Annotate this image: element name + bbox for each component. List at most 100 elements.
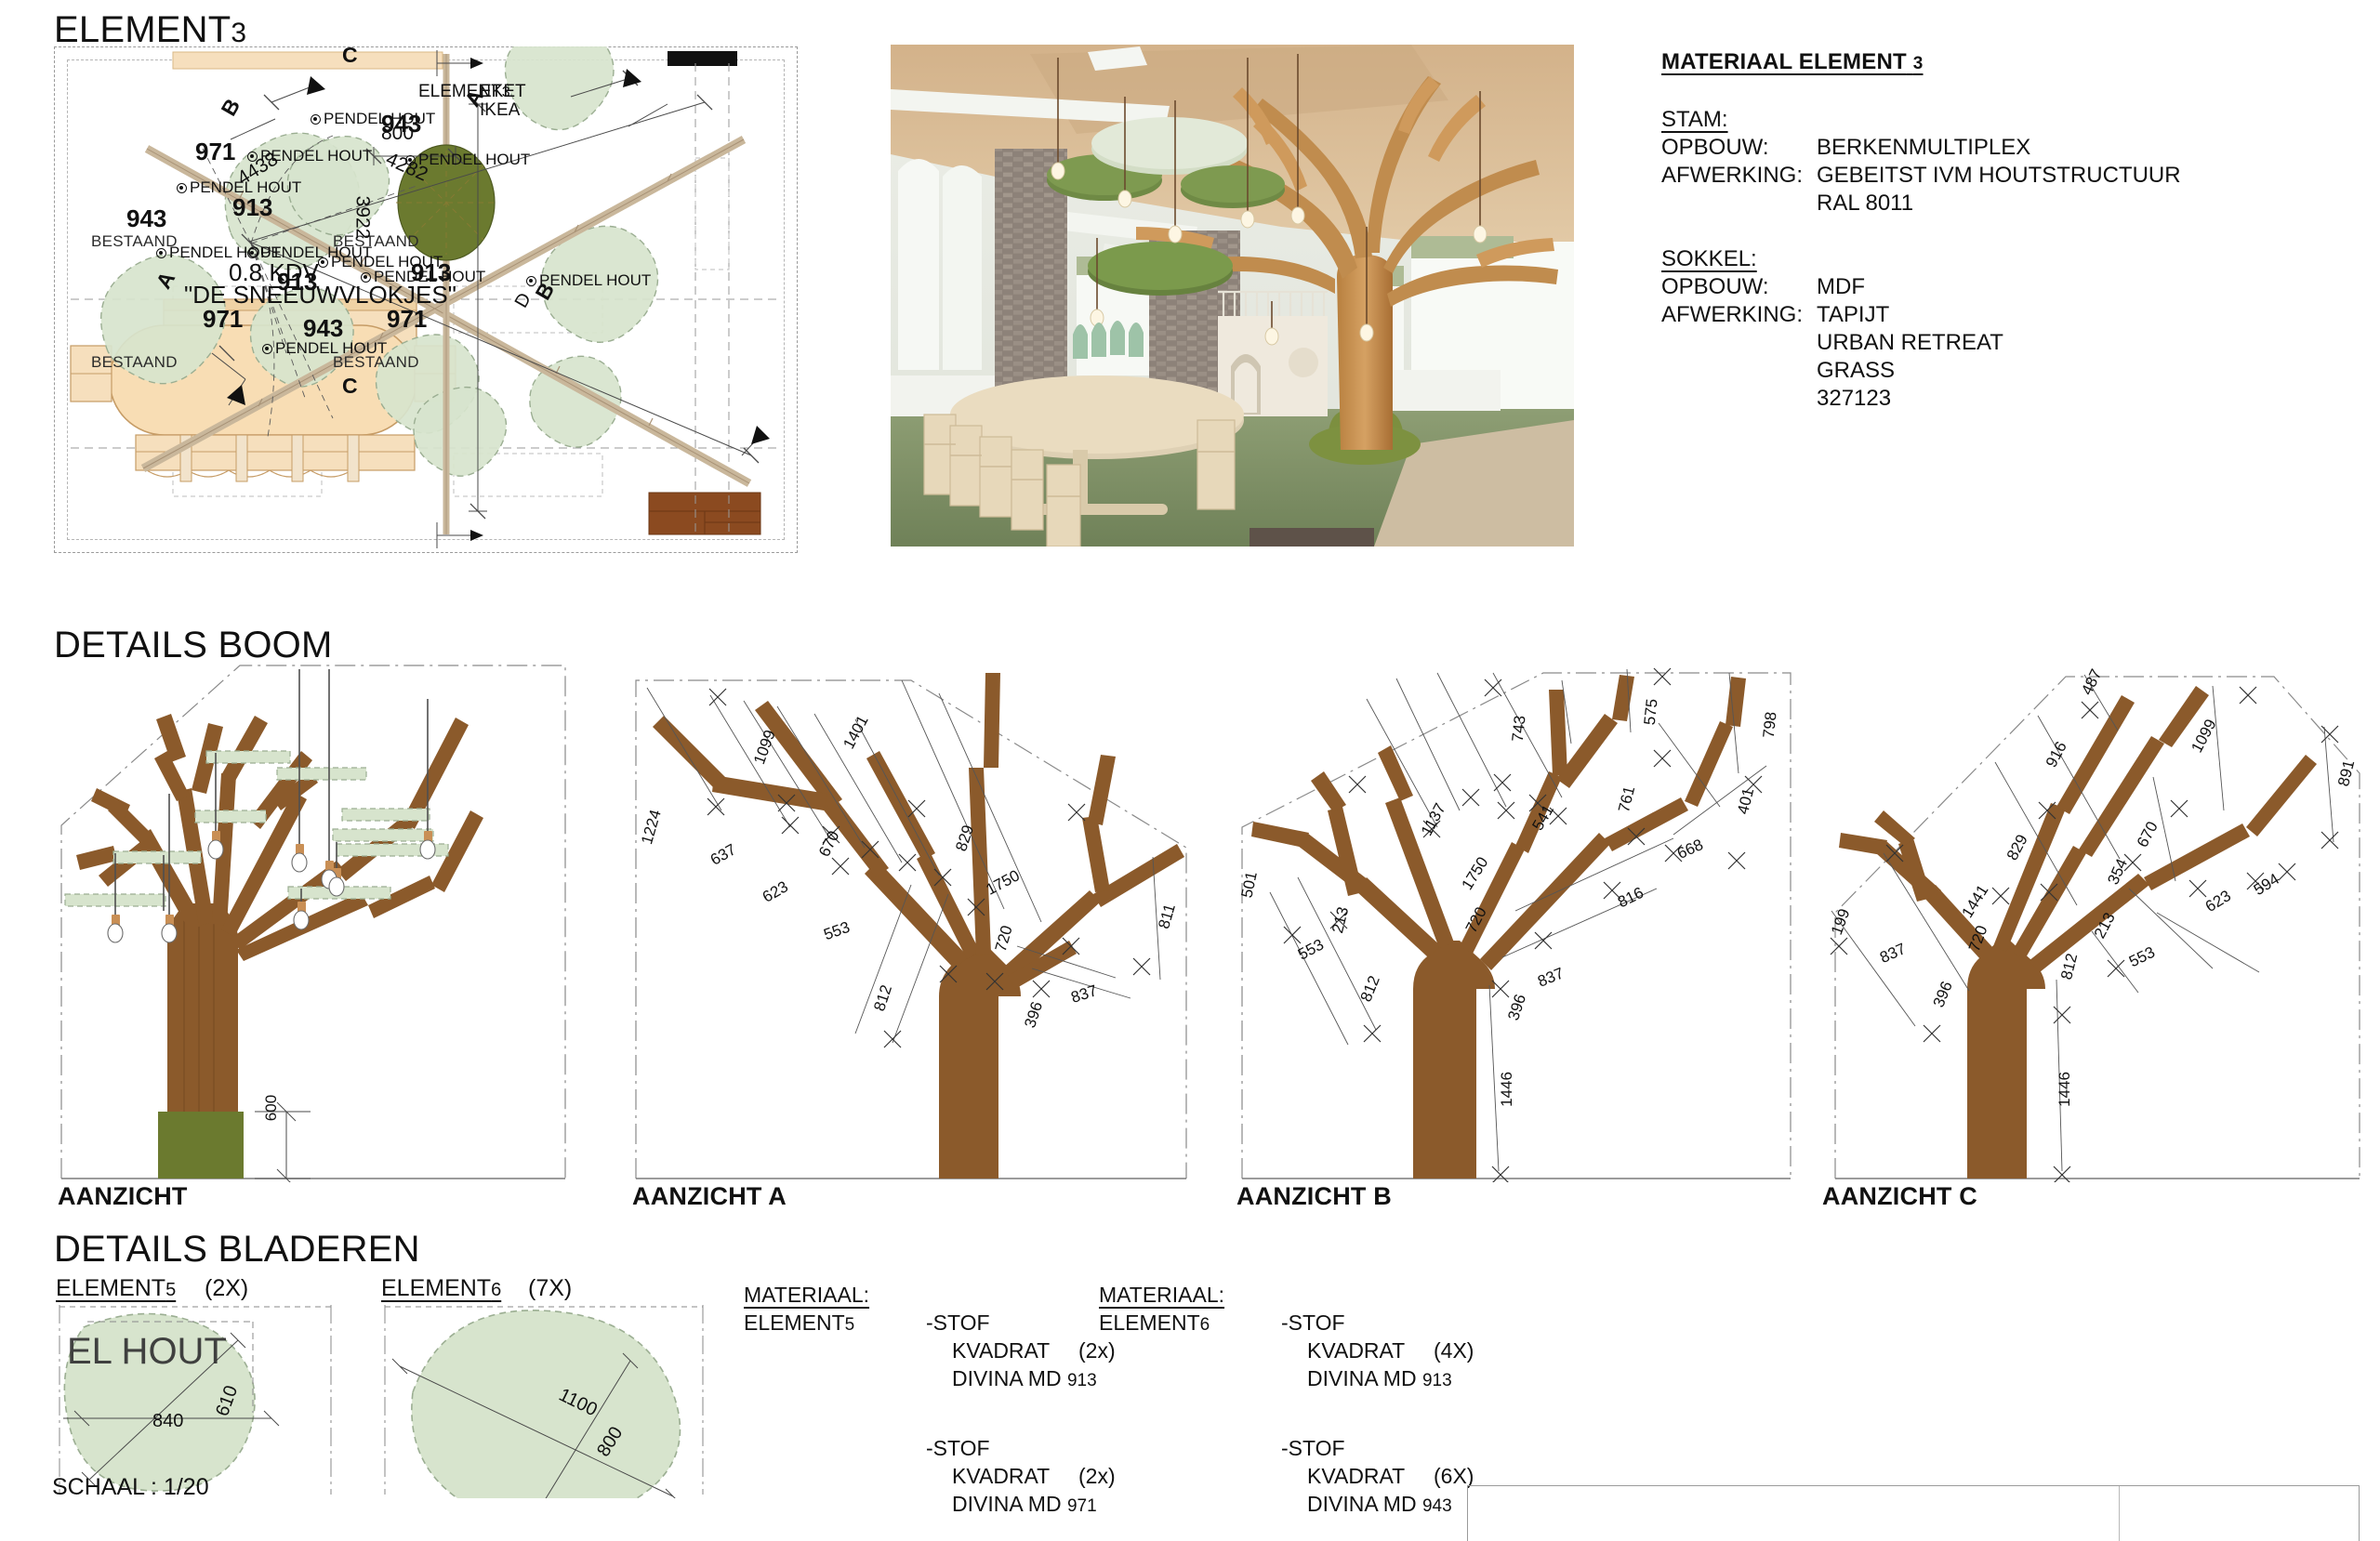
material-stof: -STOF bbox=[1281, 1311, 1345, 1335]
tree-view-graphics bbox=[1241, 667, 1792, 1182]
sokkel-opbouw-row: OPBOUW: MDF bbox=[1661, 273, 2312, 301]
tree-dimension: 600 bbox=[262, 1094, 281, 1122]
page-title-number: 3 bbox=[231, 18, 247, 48]
pendel-node-icon bbox=[311, 114, 321, 125]
element6-leaf-detail bbox=[381, 1303, 707, 1527]
material-item-list: -STOF KVADRAT (4X) DIVINA MD 913 -STOF K… bbox=[1281, 1309, 1474, 1521]
pendel-node-icon bbox=[177, 183, 187, 193]
plan-leaf-code: 971 bbox=[195, 138, 236, 165]
kdv-code: 0.8 KDV bbox=[229, 258, 319, 286]
element6-graphics bbox=[384, 1305, 704, 1527]
material-title: MATERIAAL: bbox=[1099, 1283, 1225, 1307]
sokkel-afwerking-row: AFWERKING: TAPIJT bbox=[1661, 301, 2312, 329]
tree-view-panel: 1224 1099 1401 670 829 637 623 553 1750 … bbox=[632, 662, 1190, 1182]
plan-dimension: 800 bbox=[381, 123, 415, 144]
tree-view-graphics bbox=[1830, 674, 2360, 1182]
tree-view-panel: 600 bbox=[58, 662, 569, 1182]
element5-title: ELEMENT5 bbox=[56, 1275, 177, 1301]
drawing-sheet: ELEMENT3 bbox=[52, 9, 2376, 1541]
sokkel-group: SOKKEL: OPBOUW: MDF AFWERKING: TAPIJT UR… bbox=[1661, 245, 2312, 413]
section-mark-c-top: C bbox=[342, 43, 358, 67]
material-code: DIVINA MD 971 bbox=[952, 1492, 1097, 1516]
pendel-node-icon bbox=[262, 344, 272, 354]
sokkel-carpet-code: 327123 bbox=[1817, 386, 1892, 411]
stam-heading: STAM: bbox=[1661, 107, 1728, 132]
floor-plan: 971 943 943 913 913 971 943 971 913 PEND… bbox=[54, 43, 798, 553]
page-title: ELEMENT3 bbox=[54, 9, 246, 51]
pendel-hout-label: PENDEL HOUT bbox=[405, 151, 530, 169]
section-mark-c-bottom: C bbox=[342, 374, 358, 398]
tree-dimension: 575 bbox=[1640, 697, 1661, 727]
material-qty: (6X) bbox=[1434, 1464, 1474, 1488]
stam-afwerking-ral: RAL 8011 bbox=[1817, 191, 1914, 216]
pendel-hout-label: PENDEL HOUT bbox=[526, 271, 651, 290]
material-code: DIVINA MD 913 bbox=[952, 1366, 1097, 1390]
plan-leaf-code: 971 bbox=[203, 305, 244, 333]
pendel-node-icon bbox=[247, 151, 258, 162]
element5-overlay-text: EL HOUT bbox=[67, 1331, 227, 1372]
stam-opbouw-key: OPBOUW: bbox=[1661, 135, 1769, 160]
pendel-hout-label: PENDEL HOUT bbox=[177, 178, 301, 197]
material-item: -STOF KVADRAT (2x) DIVINA MD 971 bbox=[926, 1434, 1116, 1521]
sokkel-carpet-name: URBAN RETREAT bbox=[1817, 330, 2003, 355]
material-stof: -STOF bbox=[926, 1311, 990, 1335]
plan-leaf-code: 913 bbox=[411, 258, 452, 286]
stam-afwerking-key: AFWERKING: bbox=[1661, 163, 1804, 188]
bestaand-label: BESTAAND bbox=[91, 353, 178, 371]
tree-dimension: 1446 bbox=[1497, 1072, 1515, 1107]
material-code: DIVINA MD 943 bbox=[1307, 1492, 1452, 1516]
eket-label: EKET bbox=[480, 82, 526, 101]
sokkel-carpet-variant: GRASS bbox=[1817, 358, 1896, 383]
pendel-hout-label: PENDEL HOUT bbox=[311, 110, 435, 128]
element5-dimension-a: 840 bbox=[152, 1411, 184, 1431]
tree-dimension: 743 bbox=[1508, 714, 1529, 744]
scale-note: SCHAAL : 1/20 bbox=[52, 1474, 209, 1500]
material-brand: KVADRAT bbox=[952, 1338, 1051, 1363]
tree-view-panel: 743 575 798 1137 541 761 401 1750 668 72… bbox=[1236, 662, 1794, 1182]
pendel-hout-label: PENDEL HOUT bbox=[318, 253, 443, 271]
sokkel-opbouw-value: MDF bbox=[1817, 274, 1865, 299]
plan-dimension: 3922 bbox=[351, 195, 374, 240]
tree-view-graphics bbox=[635, 673, 1187, 1179]
material-element-name: ELEMENT6 bbox=[1099, 1311, 1210, 1335]
tree-view-label: AANZICHT B bbox=[1236, 1182, 1392, 1210]
pendel-node-icon bbox=[361, 272, 371, 283]
tree-dimension: 1446 bbox=[2055, 1072, 2073, 1107]
element5-leaf-detail bbox=[56, 1303, 335, 1498]
bestaand-label: BESTAAND bbox=[333, 353, 419, 371]
material-stof: -STOF bbox=[926, 1436, 990, 1460]
bestaand-label: BESTAAND bbox=[91, 232, 178, 250]
material-qty: (2x) bbox=[1078, 1464, 1116, 1488]
material-brand: KVADRAT bbox=[1307, 1338, 1406, 1363]
ikea-label: IKEA bbox=[480, 100, 521, 120]
material-qty: (4X) bbox=[1434, 1338, 1474, 1363]
sokkel-afwerking-key: AFWERKING: bbox=[1661, 302, 1804, 327]
material-item: -STOF KVADRAT (6X) DIVINA MD 943 bbox=[1281, 1434, 1474, 1521]
material-brand: KVADRAT bbox=[952, 1464, 1051, 1488]
pendel-node-icon bbox=[318, 257, 328, 268]
tree-view-label: AANZICHT A bbox=[632, 1182, 787, 1210]
render-graphics bbox=[891, 45, 1574, 547]
page-title-text: ELEMENT bbox=[54, 9, 231, 50]
pendel-hout-label: PENDEL HOUT bbox=[247, 147, 372, 165]
element5-count: (2X) bbox=[205, 1275, 249, 1301]
section-heading-details-boom: DETAILS BOOM bbox=[54, 625, 333, 665]
plan-leaf-code: 913 bbox=[232, 193, 273, 221]
title-block-divider bbox=[2119, 1486, 2120, 1541]
stam-afwerking-row: AFWERKING: GEBEITST IVM HOUTSTRUCTUUR bbox=[1661, 162, 2312, 190]
element-callout: ELEMENT3 bbox=[418, 82, 510, 101]
tree-view-panel: 487 916 1099 891 829 670 354 1441 720 62… bbox=[1822, 662, 2376, 1182]
section-heading-details-bladeren: DETAILS BLADEREN bbox=[54, 1229, 420, 1270]
tree-dimension: 798 bbox=[1759, 710, 1780, 740]
stam-opbouw-row: OPBOUW: BERKENMULTIPLEX bbox=[1661, 134, 2312, 162]
pendel-node-icon bbox=[526, 276, 536, 286]
stam-afwerking-value: GEBEITST IVM HOUTSTRUCTUUR bbox=[1817, 163, 2181, 188]
material-title: MATERIAAL: bbox=[744, 1283, 870, 1307]
material-qty: (2x) bbox=[1078, 1338, 1116, 1363]
title-block-frame bbox=[1467, 1485, 2360, 1541]
tree-view-graphics bbox=[60, 665, 566, 1182]
stam-opbouw-value: BERKENMULTIPLEX bbox=[1817, 135, 2031, 160]
sokkel-afwerking-value: TAPIJT bbox=[1817, 302, 1890, 327]
material-item-list: -STOF KVADRAT (2x) DIVINA MD 913 -STOF K… bbox=[926, 1309, 1116, 1521]
element6-count: (7X) bbox=[528, 1275, 573, 1301]
